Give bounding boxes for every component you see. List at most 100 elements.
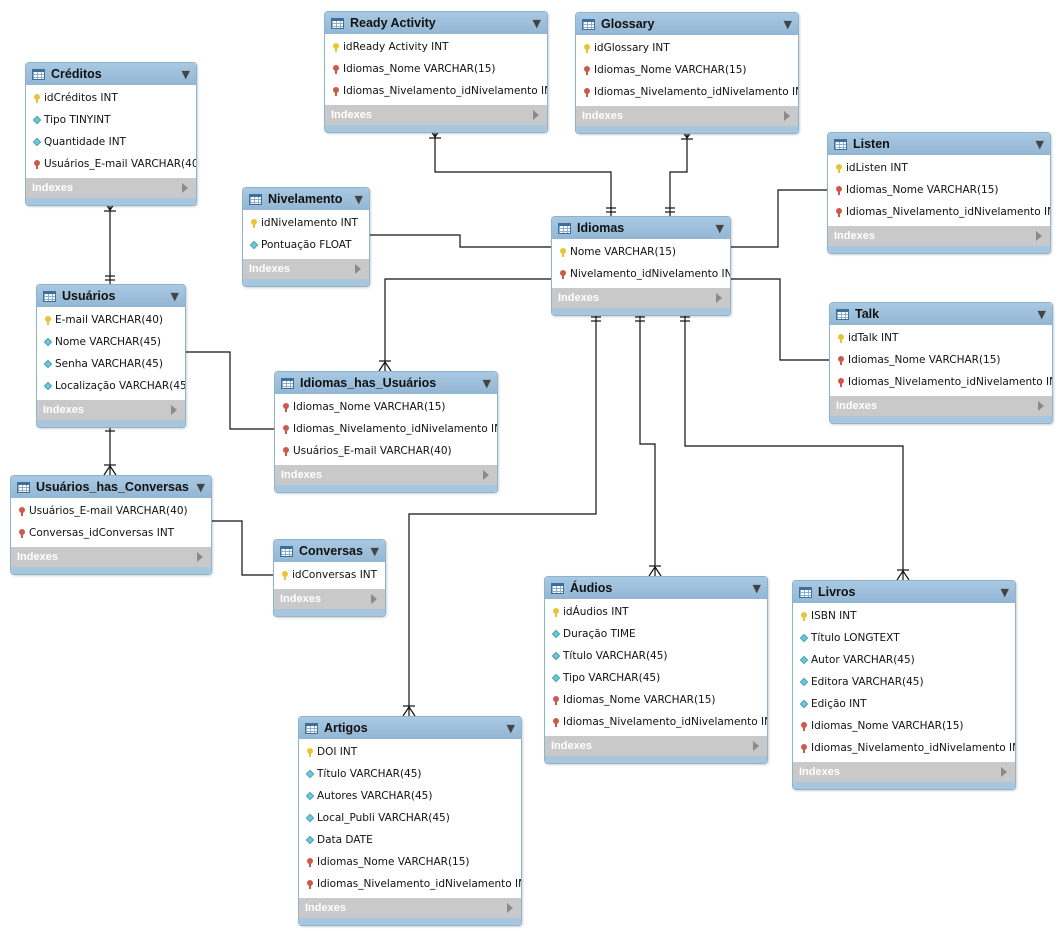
indexes-section[interactable]: Indexes — [243, 259, 369, 279]
column-row[interactable]: Edição INT — [793, 693, 1015, 715]
column-row[interactable]: Usuários_E-mail VARCHAR(40) — [275, 440, 497, 462]
collapse-caret-icon[interactable]: ▼ — [370, 544, 379, 558]
indexes-section[interactable]: Indexes — [37, 400, 185, 420]
collapse-caret-icon[interactable]: ▼ — [783, 17, 792, 31]
expand-arrow-icon[interactable] — [1001, 767, 1007, 777]
expand-arrow-icon[interactable] — [1038, 401, 1044, 411]
column-row[interactable]: idGlossary INT — [576, 37, 798, 59]
indexes-section[interactable]: Indexes — [325, 105, 547, 125]
column-row[interactable]: Autores VARCHAR(45) — [299, 785, 521, 807]
column-row[interactable]: Nome VARCHAR(15) — [552, 241, 730, 263]
table-header[interactable]: Ready Activity▼ — [325, 12, 547, 34]
column-row[interactable]: Idiomas_Nome VARCHAR(15) — [299, 851, 521, 873]
table-usuarios-has-conversas[interactable]: Usuários_has_Conversas▼Usuários_E-mail V… — [10, 475, 212, 575]
column-row[interactable]: Nome VARCHAR(45) — [37, 331, 185, 353]
column-row[interactable]: Idiomas_Nivelamento_idNivelamento INT — [275, 418, 497, 440]
column-row[interactable]: Idiomas_Nivelamento_idNivelamento INT — [325, 80, 547, 102]
indexes-section[interactable]: Indexes — [545, 736, 767, 756]
expand-arrow-icon[interactable] — [197, 552, 203, 562]
table-header[interactable]: Livros▼ — [793, 581, 1015, 603]
column-row[interactable]: Idiomas_Nivelamento_idNivelamento INT — [828, 201, 1050, 223]
column-row[interactable]: Idiomas_Nome VARCHAR(15) — [830, 349, 1052, 371]
column-row[interactable]: idNivelamento INT — [243, 212, 369, 234]
table-header[interactable]: Usuários_has_Conversas▼ — [11, 476, 211, 498]
indexes-section[interactable]: Indexes — [274, 589, 385, 609]
column-row[interactable]: Quantidade INT — [26, 131, 196, 153]
column-row[interactable]: Título VARCHAR(45) — [545, 645, 767, 667]
collapse-caret-icon[interactable]: ▼ — [506, 721, 515, 735]
expand-arrow-icon[interactable] — [171, 405, 177, 415]
column-row[interactable]: Título VARCHAR(45) — [299, 763, 521, 785]
column-row[interactable]: idCréditos INT — [26, 87, 196, 109]
collapse-caret-icon[interactable]: ▼ — [715, 221, 724, 235]
expand-arrow-icon[interactable] — [716, 293, 722, 303]
column-row[interactable]: Idiomas_Nome VARCHAR(15) — [545, 689, 767, 711]
column-row[interactable]: Localização VARCHAR(45) — [37, 375, 185, 397]
column-row[interactable]: Tipo VARCHAR(45) — [545, 667, 767, 689]
collapse-caret-icon[interactable]: ▼ — [482, 376, 491, 390]
indexes-section[interactable]: Indexes — [793, 762, 1015, 782]
collapse-caret-icon[interactable]: ▼ — [170, 289, 179, 303]
table-header[interactable]: Créditos▼ — [26, 63, 196, 85]
collapse-caret-icon[interactable]: ▼ — [1037, 307, 1046, 321]
collapse-caret-icon[interactable]: ▼ — [752, 581, 761, 595]
indexes-section[interactable]: Indexes — [830, 396, 1052, 416]
collapse-caret-icon[interactable]: ▼ — [354, 192, 363, 206]
column-row[interactable]: Senha VARCHAR(45) — [37, 353, 185, 375]
table-header[interactable]: Usuários▼ — [37, 285, 185, 307]
column-row[interactable]: Nivelamento_idNivelamento INT — [552, 263, 730, 285]
column-row[interactable]: Idiomas_Nome VARCHAR(15) — [325, 58, 547, 80]
column-row[interactable]: Idiomas_Nivelamento_idNivelamento INT — [830, 371, 1052, 393]
table-usuarios[interactable]: Usuários▼E-mail VARCHAR(40)Nome VARCHAR(… — [36, 284, 186, 428]
expand-arrow-icon[interactable] — [533, 110, 539, 120]
column-row[interactable]: idListen INT — [828, 157, 1050, 179]
table-header[interactable]: Listen▼ — [828, 133, 1050, 155]
table-header[interactable]: Glossary▼ — [576, 13, 798, 35]
column-row[interactable]: Idiomas_Nome VARCHAR(15) — [275, 396, 497, 418]
collapse-caret-icon[interactable]: ▼ — [196, 480, 205, 494]
indexes-section[interactable]: Indexes — [552, 288, 730, 308]
expand-arrow-icon[interactable] — [355, 264, 361, 274]
table-header[interactable]: Nivelamento▼ — [243, 188, 369, 210]
table-idiomas-has-usuarios[interactable]: Idiomas_has_Usuários▼Idiomas_Nome VARCHA… — [274, 371, 498, 493]
expand-arrow-icon[interactable] — [182, 183, 188, 193]
column-row[interactable]: Editora VARCHAR(45) — [793, 671, 1015, 693]
column-row[interactable]: Usuários_E-mail VARCHAR(40) — [26, 153, 196, 175]
collapse-caret-icon[interactable]: ▼ — [1035, 137, 1044, 151]
column-row[interactable]: Data DATE — [299, 829, 521, 851]
expand-arrow-icon[interactable] — [507, 903, 513, 913]
column-row[interactable]: Pontuação FLOAT — [243, 234, 369, 256]
column-row[interactable]: idTalk INT — [830, 327, 1052, 349]
indexes-section[interactable]: Indexes — [11, 547, 211, 567]
column-row[interactable]: Duração TIME — [545, 623, 767, 645]
indexes-section[interactable]: Indexes — [275, 465, 497, 485]
column-row[interactable]: Conversas_idConversas INT — [11, 522, 211, 544]
indexes-section[interactable]: Indexes — [299, 898, 521, 918]
column-row[interactable]: Idiomas_Nome VARCHAR(15) — [793, 715, 1015, 737]
expand-arrow-icon[interactable] — [371, 594, 377, 604]
indexes-section[interactable]: Indexes — [576, 106, 798, 126]
column-row[interactable]: Idiomas_Nivelamento_idNivelamento INT — [545, 711, 767, 733]
column-row[interactable]: Título LONGTEXT — [793, 627, 1015, 649]
column-row[interactable]: Local_Publi VARCHAR(45) — [299, 807, 521, 829]
table-header[interactable]: Talk▼ — [830, 303, 1052, 325]
column-row[interactable]: idReady Activity INT — [325, 36, 547, 58]
collapse-caret-icon[interactable]: ▼ — [181, 67, 190, 81]
column-row[interactable]: Autor VARCHAR(45) — [793, 649, 1015, 671]
column-row[interactable]: ISBN INT — [793, 605, 1015, 627]
table-header[interactable]: Conversas▼ — [274, 540, 385, 562]
indexes-section[interactable]: Indexes — [828, 226, 1050, 246]
expand-arrow-icon[interactable] — [784, 111, 790, 121]
table-header[interactable]: Idiomas▼ — [552, 217, 730, 239]
column-row[interactable]: Usuários_E-mail VARCHAR(40) — [11, 500, 211, 522]
column-row[interactable]: Idiomas_Nome VARCHAR(15) — [828, 179, 1050, 201]
